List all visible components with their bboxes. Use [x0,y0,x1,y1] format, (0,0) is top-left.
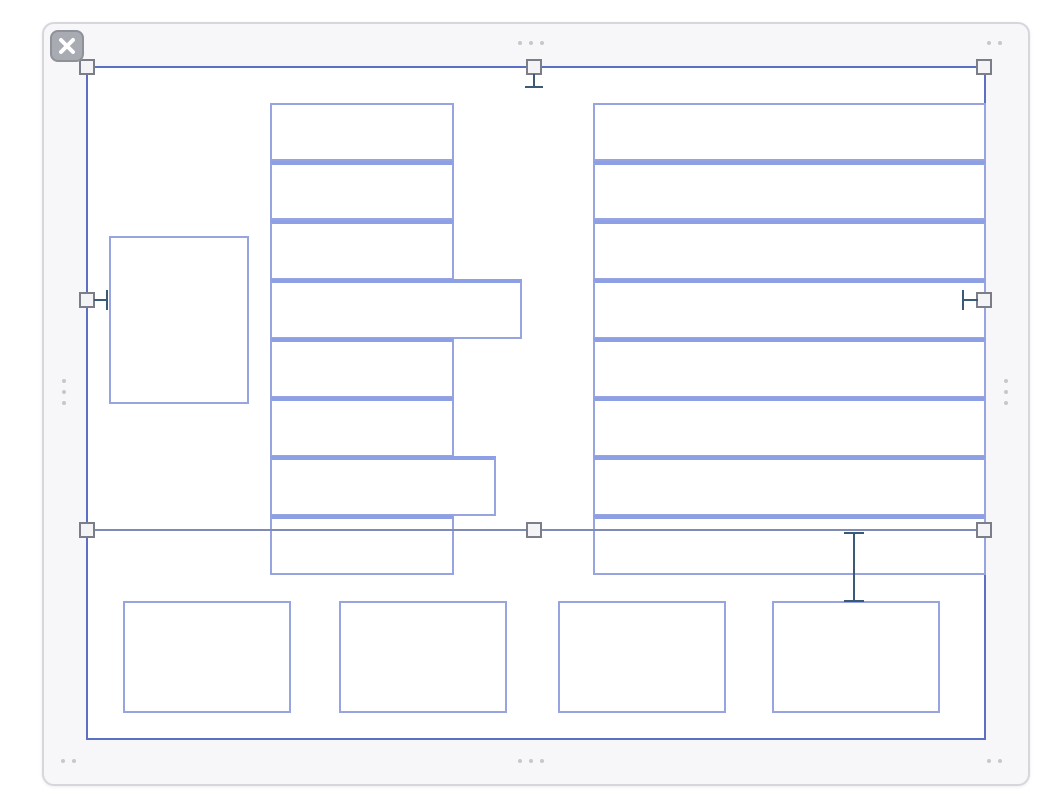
bottom-box-4[interactable] [772,601,940,713]
right-column-row-6[interactable] [593,397,986,457]
resize-handle-icon-middle-left[interactable] [79,292,95,308]
left-column-row-5[interactable] [270,338,454,398]
grip-dots-icon-top-right[interactable] [987,41,1002,45]
left-column-row-8[interactable] [270,515,454,575]
resize-handle-icon-top-center[interactable] [526,59,542,75]
bottom-box-3[interactable] [558,601,726,713]
left-column-row-6[interactable] [270,397,454,457]
left-column-row-3[interactable] [270,220,454,280]
left-column-row-4-wide[interactable] [270,279,522,339]
right-column-row-1[interactable] [593,103,986,161]
spacing-ibeam-icon-right [962,290,978,310]
left-column-row-2[interactable] [270,161,454,220]
spacing-ibeam-icon-top [525,74,543,90]
left-column-row-7-wide[interactable] [270,456,496,516]
right-column-row-3[interactable] [593,220,986,280]
spacing-ibeam-icon-left [94,290,110,310]
grip-dots-icon-bottom-right[interactable] [987,759,1002,763]
grip-dots-icon-bottom-left[interactable] [61,759,76,763]
grip-dots-icon-bottom[interactable] [518,759,544,763]
bottom-box-1[interactable] [123,601,291,713]
layout-canvas[interactable] [86,66,986,740]
resize-handle-icon-bottom-center[interactable] [526,522,542,538]
right-column-row-5[interactable] [593,338,986,398]
right-column-row-4[interactable] [593,279,986,339]
resize-handle-icon-top-right[interactable] [976,59,992,75]
close-icon [59,38,75,54]
spacing-ibeam-icon-bottom [844,532,864,602]
resize-handle-icon-bottom-right[interactable] [976,522,992,538]
right-column-row-8[interactable] [593,515,986,575]
resize-handle-icon-top-left[interactable] [79,59,95,75]
close-button[interactable] [50,30,84,62]
left-panel-box[interactable] [109,236,249,404]
resize-handle-icon-middle-right[interactable] [976,292,992,308]
grip-dots-icon-left[interactable] [62,379,66,405]
bottom-box-2[interactable] [339,601,507,713]
resize-handle-icon-bottom-left[interactable] [79,522,95,538]
left-column-row-1[interactable] [270,103,454,161]
right-column-row-7[interactable] [593,456,986,516]
grip-dots-icon-right[interactable] [1004,379,1008,405]
grip-dots-icon-top[interactable] [518,41,544,45]
right-column-row-2[interactable] [593,161,986,220]
